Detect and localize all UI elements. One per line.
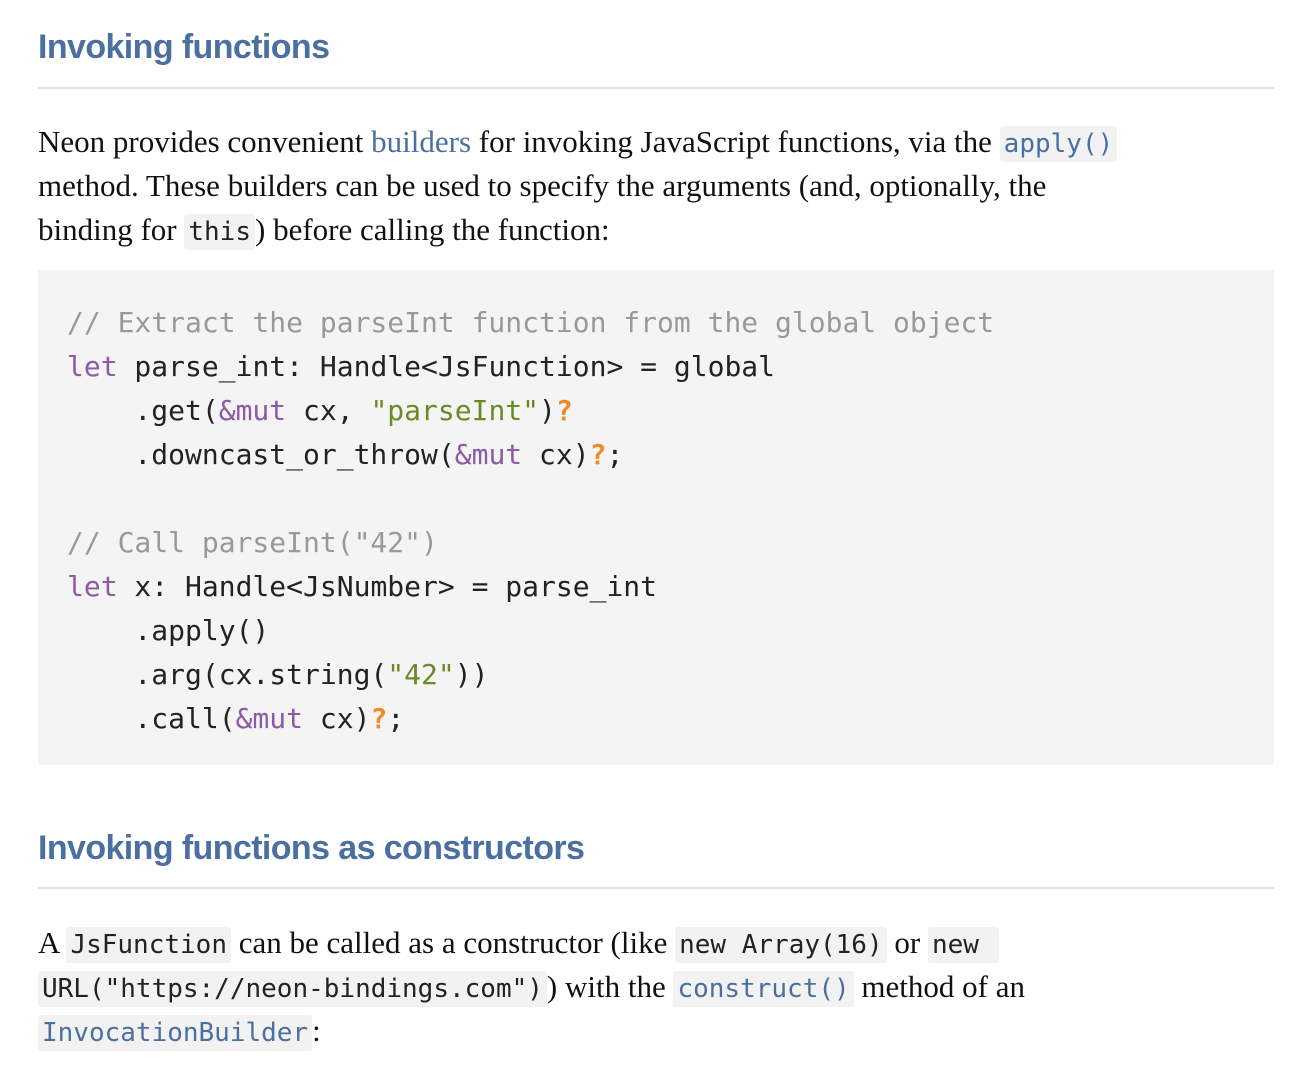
text: ) before calling the function: [255,212,610,247]
section-heading-constructors: Invoking functions as constructors [38,829,585,867]
paragraph-line: binding for this) before calling the fun… [38,208,1278,252]
operator: ? [370,702,388,735]
invocation-builder-link[interactable]: InvocationBuilder [38,1015,313,1051]
inline-code-url: URL("https://neon-bindings.com") [38,971,547,1007]
paragraph-line: method. These builders can be used to sp… [38,164,1278,208]
paragraph-invoking-functions: Neon provides convenient builders for in… [38,120,1278,252]
code-line: .arg(cx.string("42")) [67,658,489,691]
keyword: &mut [235,702,304,735]
string-literal: "parseInt" [370,394,540,427]
inline-code-this: this [184,214,255,250]
keyword: &mut [218,394,287,427]
string-literal: "42" [387,658,455,691]
inline-code-jsfunction: JsFunction [66,927,231,963]
builders-link[interactable]: builders [371,124,472,159]
text: for invoking JavaScript functions, via t… [471,124,1000,159]
inline-code-new-array: new Array(16) [675,927,887,963]
text: : [312,1013,321,1048]
text: A [38,925,67,960]
operator: ? [589,438,607,471]
text: binding for [38,212,185,247]
code-line: .call(&mut cx)?; [67,702,405,735]
text: ) with the [546,969,674,1004]
code-line: let x: Handle<JsNumber> = parse_int [67,570,658,603]
paragraph-line: URL("https://neon-bindings.com")) with t… [38,965,1278,1009]
text: can be called as a constructor (like [230,925,676,960]
paragraph-line: Neon provides convenient builders for in… [38,120,1278,164]
inline-code-new: new [927,927,999,963]
construct-method-link[interactable]: construct() [673,971,854,1007]
paragraph-constructors: A JsFunction can be called as a construc… [38,921,1278,1053]
code-line: .apply() [67,614,270,647]
text: or [886,925,928,960]
code-line: let parse_int: Handle<JsFunction> = glob… [67,350,776,383]
code-block: // Extract the parseInt function from th… [38,270,1274,765]
text: method of an [853,969,1025,1004]
code-line: // Call parseInt("42") [67,526,438,559]
keyword: let [67,350,118,383]
apply-method-link[interactable]: apply() [999,126,1118,162]
code-line: // Extract the parseInt function from th… [67,306,995,339]
operator: ? [555,394,573,427]
paragraph-line: A JsFunction can be called as a construc… [38,921,1278,965]
keyword: &mut [454,438,523,471]
heading-divider [38,887,1274,889]
paragraph-line: InvocationBuilder: [38,1009,1278,1053]
text: method. These builders can be used to sp… [38,168,1047,203]
code-line: .downcast_or_throw(&mut cx)?; [67,438,624,471]
heading-divider [38,87,1274,89]
keyword: let [67,570,118,603]
text: Neon provides convenient [38,124,372,159]
section-heading-invoking-functions: Invoking functions [38,28,330,66]
code-line-blank [67,477,1274,521]
code-line: .get(&mut cx, "parseInt")? [67,394,573,427]
